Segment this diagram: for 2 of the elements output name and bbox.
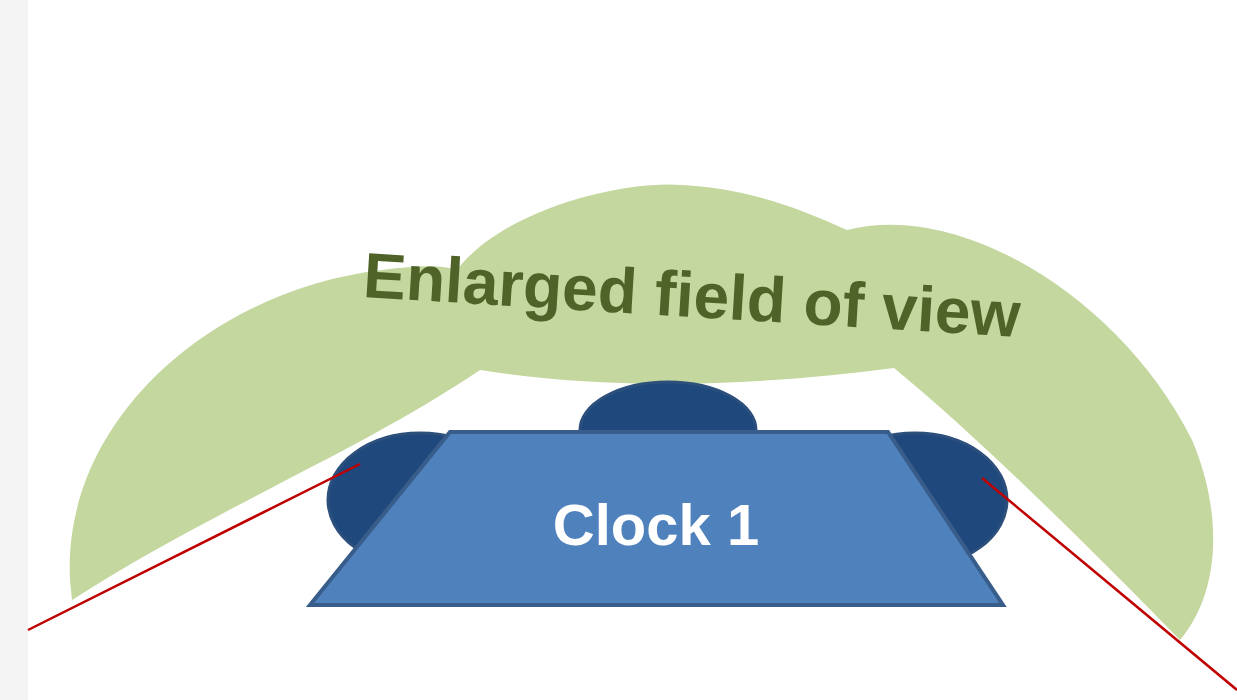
- field-label: Enlarged field of view: [360, 238, 1024, 353]
- clock-label: Clock 1: [551, 493, 761, 557]
